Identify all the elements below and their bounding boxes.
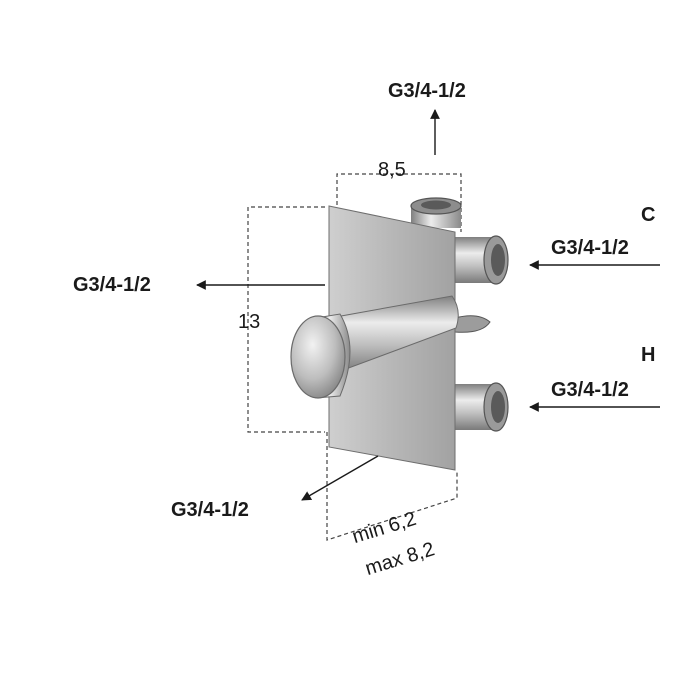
hot-marker-label: H [641,344,656,366]
handle-knob [290,313,351,399]
top-outlet-fitting [410,197,462,228]
cold-inlet-pipe [455,235,509,285]
cold-marker-label: C [641,204,656,226]
valve-spindle [329,295,459,373]
height-label: 13 [238,311,261,333]
hot-inlet-pipe [455,382,509,432]
bottom-outlet-arrow [301,455,379,501]
top-width-dimension [336,173,462,232]
height-dimension [247,206,325,433]
left-connection-label: G3/4-1/2 [73,274,151,296]
depth-dimension [326,432,458,541]
bottom-connection-label: G3/4-1/2 [171,499,249,521]
top-width-label: 8,5 [378,159,406,181]
hot-connection-label: G3/4-1/2 [551,379,629,401]
top-connection-label: G3/4-1/2 [388,80,466,102]
side-fitting [454,315,491,333]
cold-connection-label: G3/4-1/2 [551,237,629,259]
